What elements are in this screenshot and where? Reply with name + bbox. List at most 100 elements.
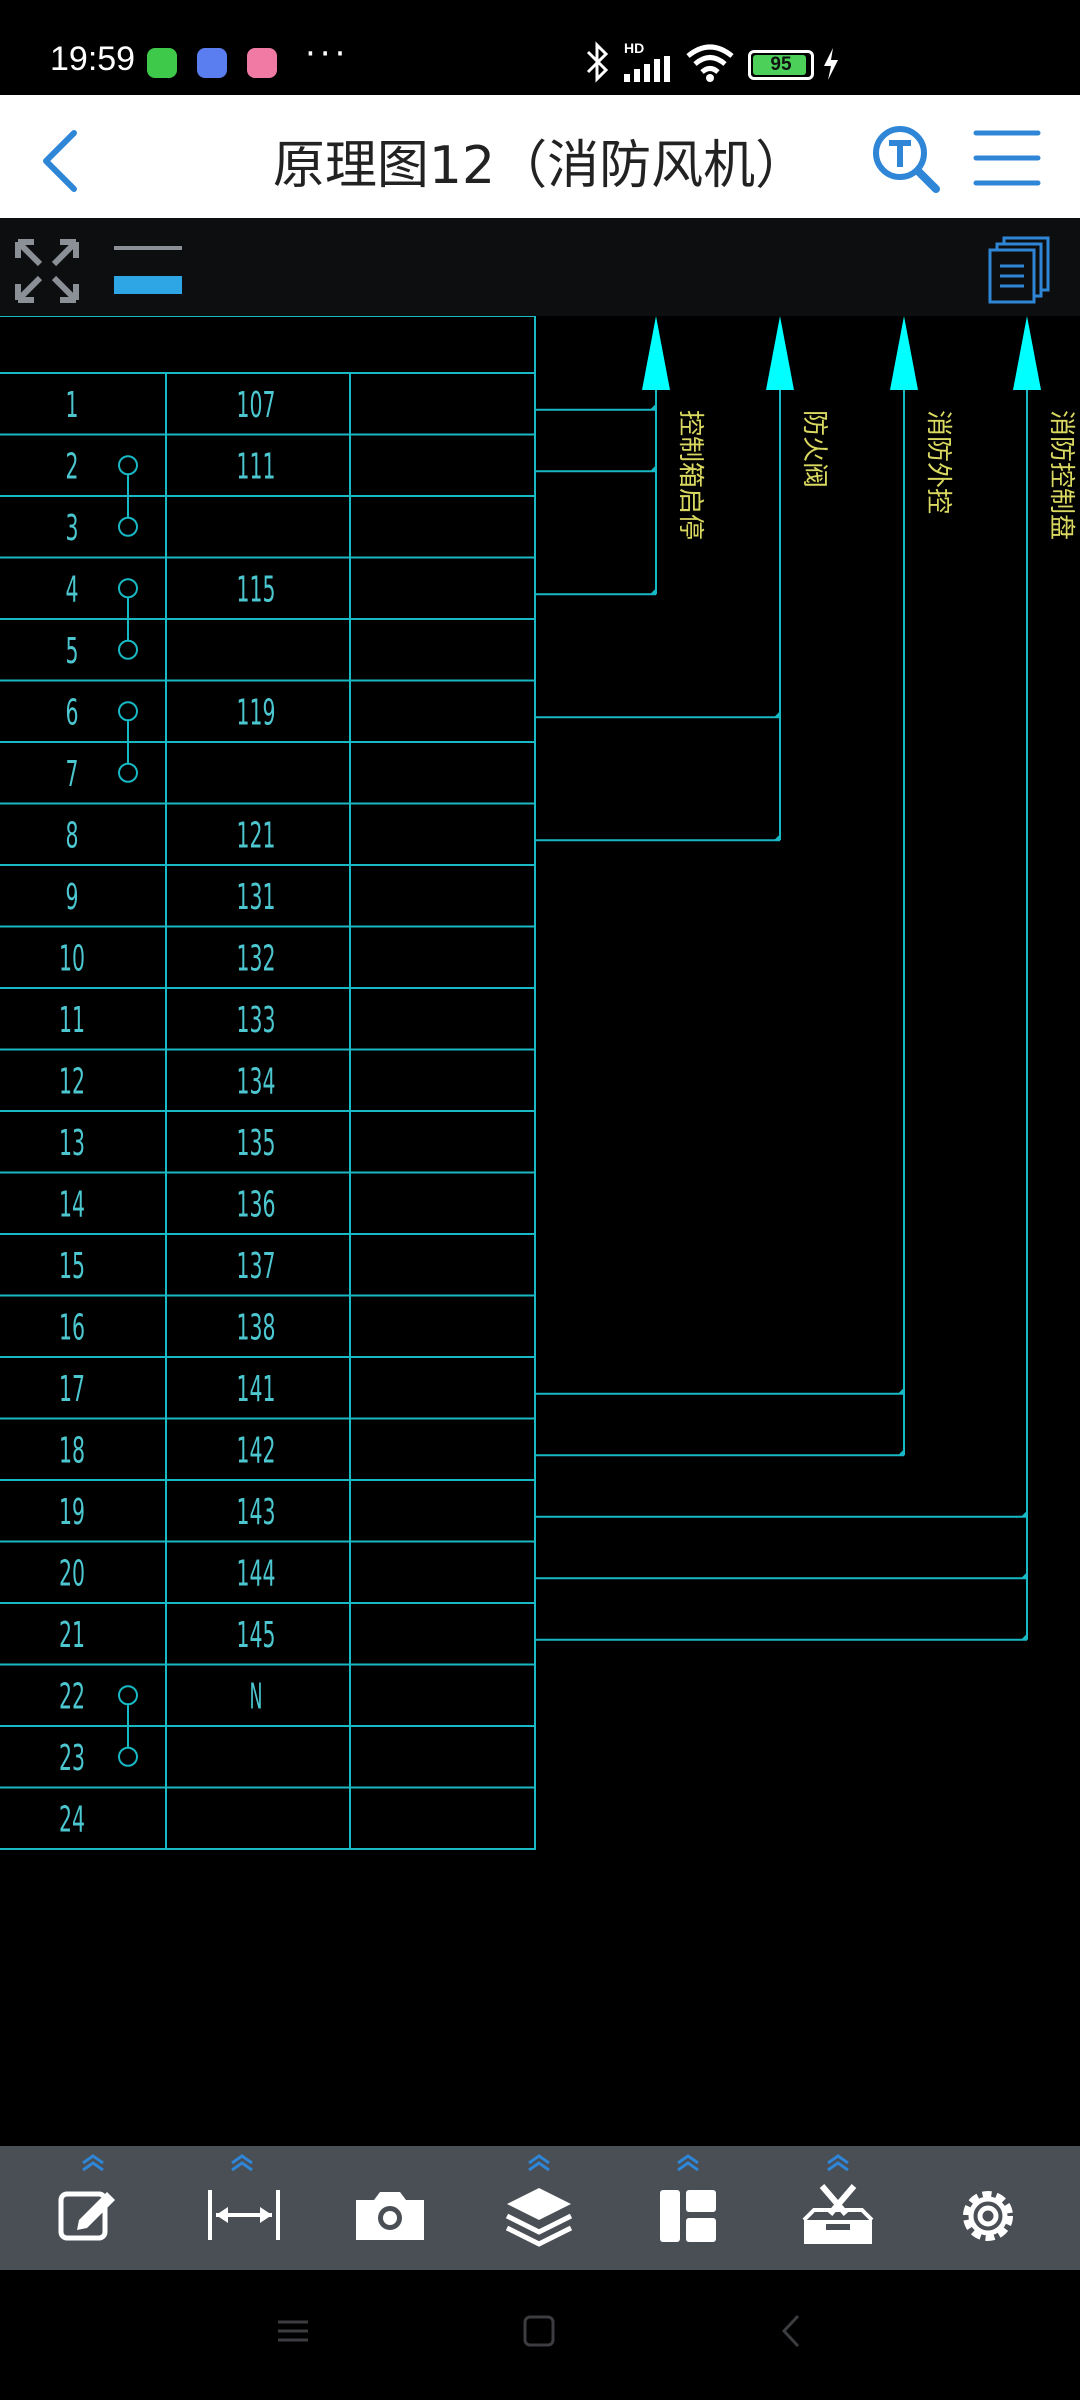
signal-arrow <box>642 316 670 390</box>
terminal-number: 7 <box>66 754 79 795</box>
terminal-number: 14 <box>59 1184 85 1225</box>
back-button[interactable] <box>30 125 100 195</box>
expand-up-icon <box>231 2154 253 2172</box>
toolbox-button[interactable] <box>778 2146 898 2270</box>
wire-number: 119 <box>237 692 276 733</box>
wire-number: 137 <box>237 1246 276 1287</box>
battery-icon: 95 <box>748 50 814 80</box>
wire-number: 136 <box>237 1184 276 1225</box>
system-nav-bar <box>0 2270 1080 2400</box>
wire-number: 111 <box>237 446 276 487</box>
expand-up-icon <box>528 2154 550 2172</box>
terminal-number: 1 <box>66 385 79 426</box>
terminal-number: 12 <box>59 1061 85 1102</box>
more-notifications-icon: ··· <box>305 34 350 74</box>
jumper-terminal <box>118 578 138 599</box>
measure-button[interactable] <box>182 2146 302 2270</box>
jumper-terminal <box>118 1685 138 1706</box>
expand-up-icon <box>677 2154 699 2172</box>
expand-up-icon <box>82 2154 104 2172</box>
battery-percent: 95 <box>770 54 792 75</box>
tap-marker <box>650 403 656 410</box>
wire-number: N <box>250 1676 263 1717</box>
tap-marker <box>650 465 656 472</box>
terminal-number: 24 <box>59 1799 85 1840</box>
jumper-terminal <box>118 762 138 783</box>
terminal-number: 17 <box>59 1369 85 1410</box>
recents-button[interactable] <box>276 2314 310 2348</box>
terminal-number: 18 <box>59 1430 85 1471</box>
terminal-number: 11 <box>59 1000 85 1041</box>
settings-gear-icon <box>963 2191 1013 2241</box>
home-icon <box>523 2315 555 2347</box>
bluetooth-icon <box>586 41 609 83</box>
jumper-terminal <box>118 701 138 722</box>
expand-up-icon <box>827 2154 849 2172</box>
tap-marker <box>774 834 780 841</box>
fit-screen-button[interactable] <box>14 238 80 304</box>
wire-number: 135 <box>237 1123 276 1164</box>
wire-number: 133 <box>237 1000 276 1041</box>
tap-marker <box>774 711 780 718</box>
tap-marker <box>1021 1633 1027 1640</box>
toolbox-icon <box>802 2184 874 2244</box>
bus-label: 防火阀 <box>799 410 829 488</box>
settings-gear-button[interactable] <box>928 2146 1048 2270</box>
terminal-number: 2 <box>66 446 79 487</box>
bus-label: 消防外控 <box>923 410 953 514</box>
jumper-terminal <box>118 1746 138 1767</box>
edit-note-button[interactable] <box>33 2146 153 2270</box>
signal-arrow <box>766 316 794 390</box>
line-weight-button[interactable] <box>114 240 184 300</box>
tiktok-icon <box>247 48 277 78</box>
terminal-number: 16 <box>59 1307 85 1348</box>
hamburger-menu-icon <box>973 130 1041 186</box>
app-notification-icon <box>197 48 227 78</box>
wire-number: 131 <box>237 877 276 918</box>
camera-button[interactable] <box>330 2146 450 2270</box>
terminal-number: 3 <box>66 508 79 549</box>
bus-label: 控制箱启停 <box>675 410 705 540</box>
battery-fill <box>753 55 806 75</box>
tap-marker <box>1021 1510 1027 1517</box>
wire-number: 107 <box>237 385 276 426</box>
jumper-terminal <box>118 639 138 660</box>
hd-badge: HD <box>624 40 645 56</box>
bottom-toolbar <box>0 2146 1080 2270</box>
signal-arrow <box>1013 316 1041 390</box>
recents-icon <box>278 2320 308 2342</box>
chevron-left-icon <box>43 130 77 192</box>
layout-button[interactable] <box>628 2146 748 2270</box>
tap-marker <box>898 1449 904 1456</box>
wire-number: 145 <box>237 1615 276 1656</box>
home-button[interactable] <box>522 2314 556 2348</box>
wire-number: 144 <box>237 1553 276 1594</box>
terminal-number: 21 <box>59 1615 85 1656</box>
layers-icon <box>505 2188 573 2247</box>
terminal-number: 19 <box>59 1492 85 1533</box>
tap-marker <box>1021 1572 1027 1579</box>
terminal-number: 23 <box>59 1738 85 1779</box>
terminal-number: 15 <box>59 1246 85 1287</box>
jumper-terminal <box>118 455 138 476</box>
measure-icon <box>208 2190 280 2240</box>
wire-number: 134 <box>237 1061 276 1102</box>
layers-button[interactable] <box>479 2146 599 2270</box>
terminal-number: 10 <box>59 938 85 979</box>
terminal-number: 22 <box>59 1676 85 1717</box>
sheet-list-button[interactable] <box>988 236 1052 304</box>
menu-button[interactable] <box>972 125 1042 191</box>
text-search-button[interactable] <box>870 123 942 195</box>
nav-back-button[interactable] <box>776 2312 806 2350</box>
wifi-icon <box>686 44 734 82</box>
expand-arrows-icon <box>15 239 79 303</box>
sheet-list-icon <box>988 236 1050 304</box>
terminal-number: 4 <box>66 569 79 610</box>
wire-number: 115 <box>237 569 276 610</box>
wire-number: 121 <box>237 815 276 856</box>
text-search-icon <box>873 126 940 193</box>
line-weight-icon <box>114 246 182 294</box>
page-title: 原理图12（消防风机） <box>272 136 808 196</box>
